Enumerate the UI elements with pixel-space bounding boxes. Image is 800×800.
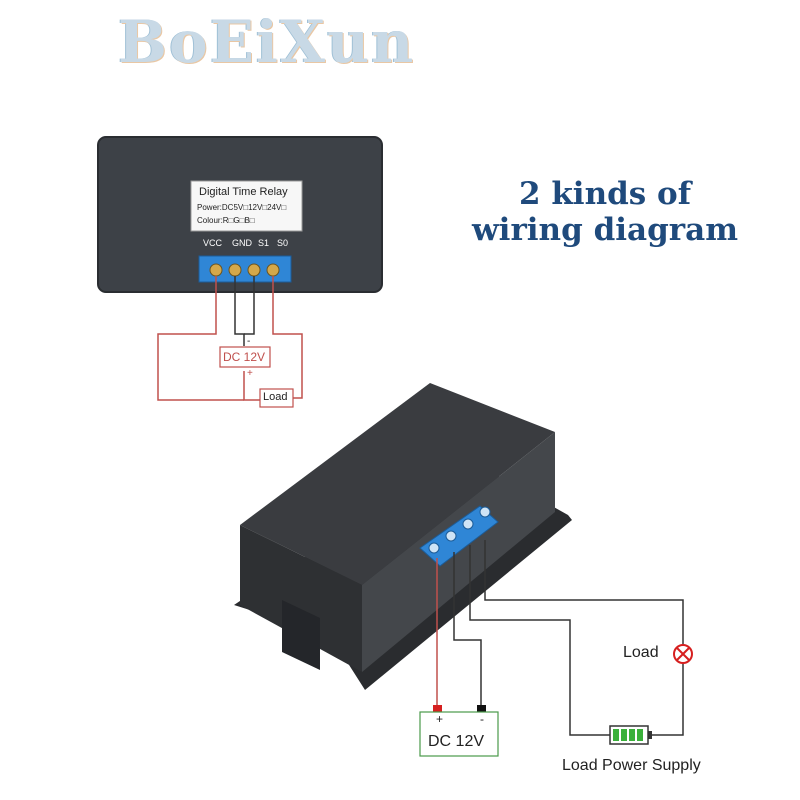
battery-icon — [609, 725, 652, 745]
wire-s0-3d — [484, 540, 684, 645]
wire-s1-3d — [469, 545, 612, 736]
label-power: Power:DC5V□12V□24V□ — [197, 203, 287, 212]
load-label-1: Load — [263, 391, 288, 403]
power-supply-label: Load Power Supply — [562, 757, 701, 774]
brand-logo: BoEiXun — [118, 8, 416, 76]
wire-load-supply — [649, 663, 684, 736]
terminal-label-gnd: GND — [232, 238, 252, 248]
headline: 2 kinds of wiring diagram — [440, 176, 770, 248]
module-label-sticker — [190, 180, 303, 232]
terminal-label-vcc: VCC — [203, 238, 223, 248]
dc12v-box-1 — [219, 346, 271, 368]
wire-gnd — [234, 276, 245, 346]
dc12v-minus-2: - — [480, 712, 484, 726]
load-box-1 — [259, 388, 294, 408]
terminal-screws-front — [209, 263, 280, 277]
terminal-screw — [479, 506, 491, 518]
terminal-block-3d — [419, 505, 499, 567]
wire-s1 — [244, 276, 255, 335]
label-colour: Colour:R□G□B□ — [197, 216, 255, 225]
dc12v-label-2: DC 12V — [428, 733, 485, 750]
dc12v-plus-1: + — [247, 368, 253, 379]
wire-gnd-3d — [453, 552, 482, 707]
dc12v-minus-1: - — [247, 336, 251, 347]
wire-vcc — [157, 276, 244, 401]
dc12v-plus-2: + — [436, 712, 444, 726]
terminal-label-s0: S0 — [277, 238, 289, 248]
load-label-2: Load — [623, 644, 659, 661]
wire-s0 — [272, 276, 303, 399]
headline-line2: wiring diagram — [471, 212, 738, 248]
terminal-screw — [445, 530, 457, 542]
dc12v-minus-terminal — [477, 705, 486, 712]
wire-plus — [243, 371, 260, 401]
terminal-screws-3d — [428, 506, 491, 554]
dc12v-box-2 — [419, 711, 499, 757]
label-title: Digital Time Relay — [199, 186, 288, 198]
module-top-face — [240, 383, 555, 585]
module-front-face — [240, 525, 362, 672]
dc12v-label-1: DC 12V — [223, 350, 266, 364]
terminal-screw — [428, 542, 440, 554]
load-lamp-icon — [673, 644, 693, 664]
terminal-label-s1: S1 — [258, 238, 270, 248]
module-clip — [282, 600, 320, 670]
terminal-screw — [462, 518, 474, 530]
dc12v-plus-terminal — [433, 705, 442, 712]
headline-line1: 2 kinds of — [518, 176, 692, 212]
